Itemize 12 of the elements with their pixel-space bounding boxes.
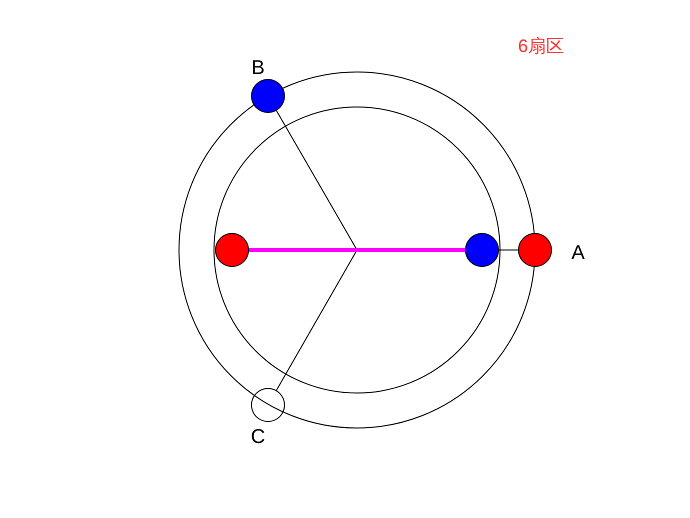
circle-marker [518,233,552,267]
point-label: C [250,427,266,447]
circle-marker [251,79,285,113]
point-label: A [571,243,585,263]
circle-marker [251,388,285,422]
line [276,110,358,250]
circle-marker [215,233,249,267]
thick-line [249,248,465,252]
circle-marker [465,233,499,267]
point-label: B [251,58,265,78]
line [276,250,358,391]
sector-label: 6扇区 [518,37,564,55]
